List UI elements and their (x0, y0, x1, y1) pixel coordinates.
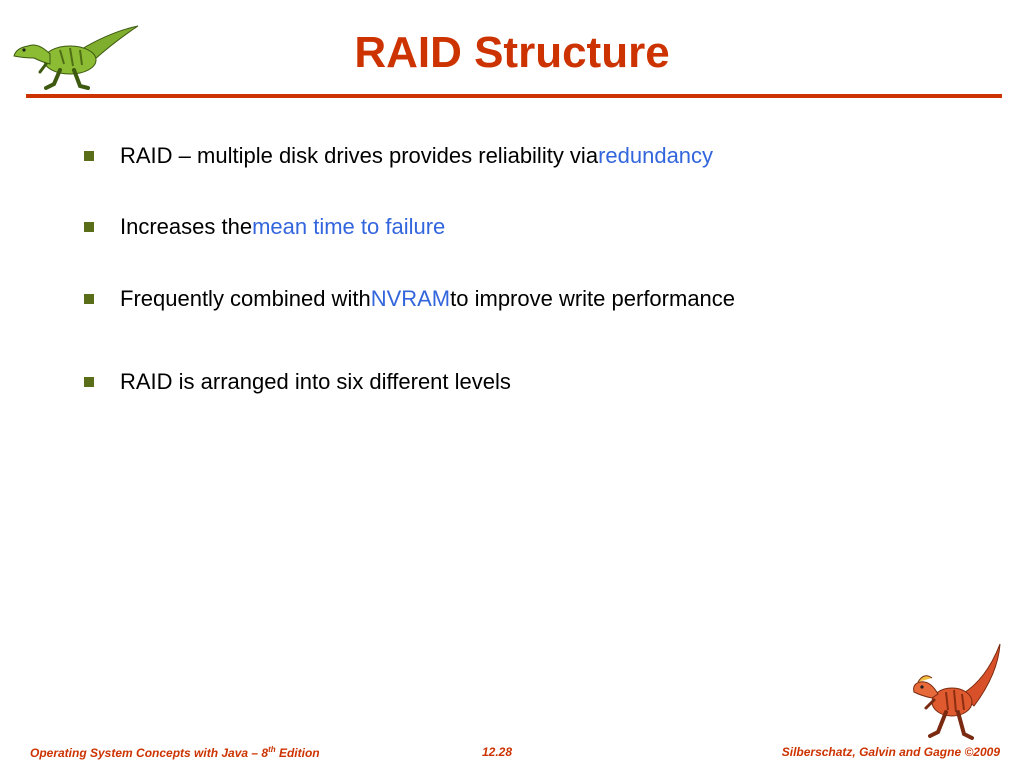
footer-book-sup: th (268, 745, 276, 754)
bullet-text: RAID is arranged into six different leve… (120, 369, 511, 394)
bullet-text: Increases the (120, 214, 253, 239)
bullet-item: RAID – multiple disk drives provides rel… (84, 138, 713, 174)
square-bullet-icon (84, 377, 94, 387)
square-bullet-icon (84, 222, 94, 232)
bullet-highlight: mean time to failure (252, 214, 446, 239)
green-dinosaur-icon (13, 25, 139, 90)
footer-authors: Silberschatz, Galvin and Gagne ©2009 (781, 745, 1000, 759)
square-bullet-icon (84, 151, 94, 161)
footer-book-suffix: Edition (275, 746, 320, 760)
bullet-text: RAID – multiple disk drives provides rel… (120, 143, 599, 168)
slide-title: RAID Structure (354, 28, 670, 77)
bullet-item: RAID is arranged into six different leve… (84, 364, 511, 400)
square-bullet-icon (84, 294, 94, 304)
bullet-highlight: NVRAM (370, 286, 451, 311)
footer-book-title: Operating System Concepts with Java – 8t… (30, 745, 320, 760)
bullet-item: Increases the mean time to failure (84, 209, 445, 245)
footer-page-number: 12.28 (482, 745, 513, 759)
title-divider (26, 94, 1002, 98)
bullet-text-after: to improve write performance (450, 286, 736, 311)
bullet-item: Frequently combined with NVRAM to improv… (84, 281, 735, 317)
footer-book-prefix: Operating System Concepts with Java – 8 (30, 746, 269, 760)
bullet-text: Frequently combined with (120, 286, 371, 311)
red-dinosaur-icon (913, 643, 1001, 740)
bullet-highlight: redundancy (598, 143, 714, 168)
